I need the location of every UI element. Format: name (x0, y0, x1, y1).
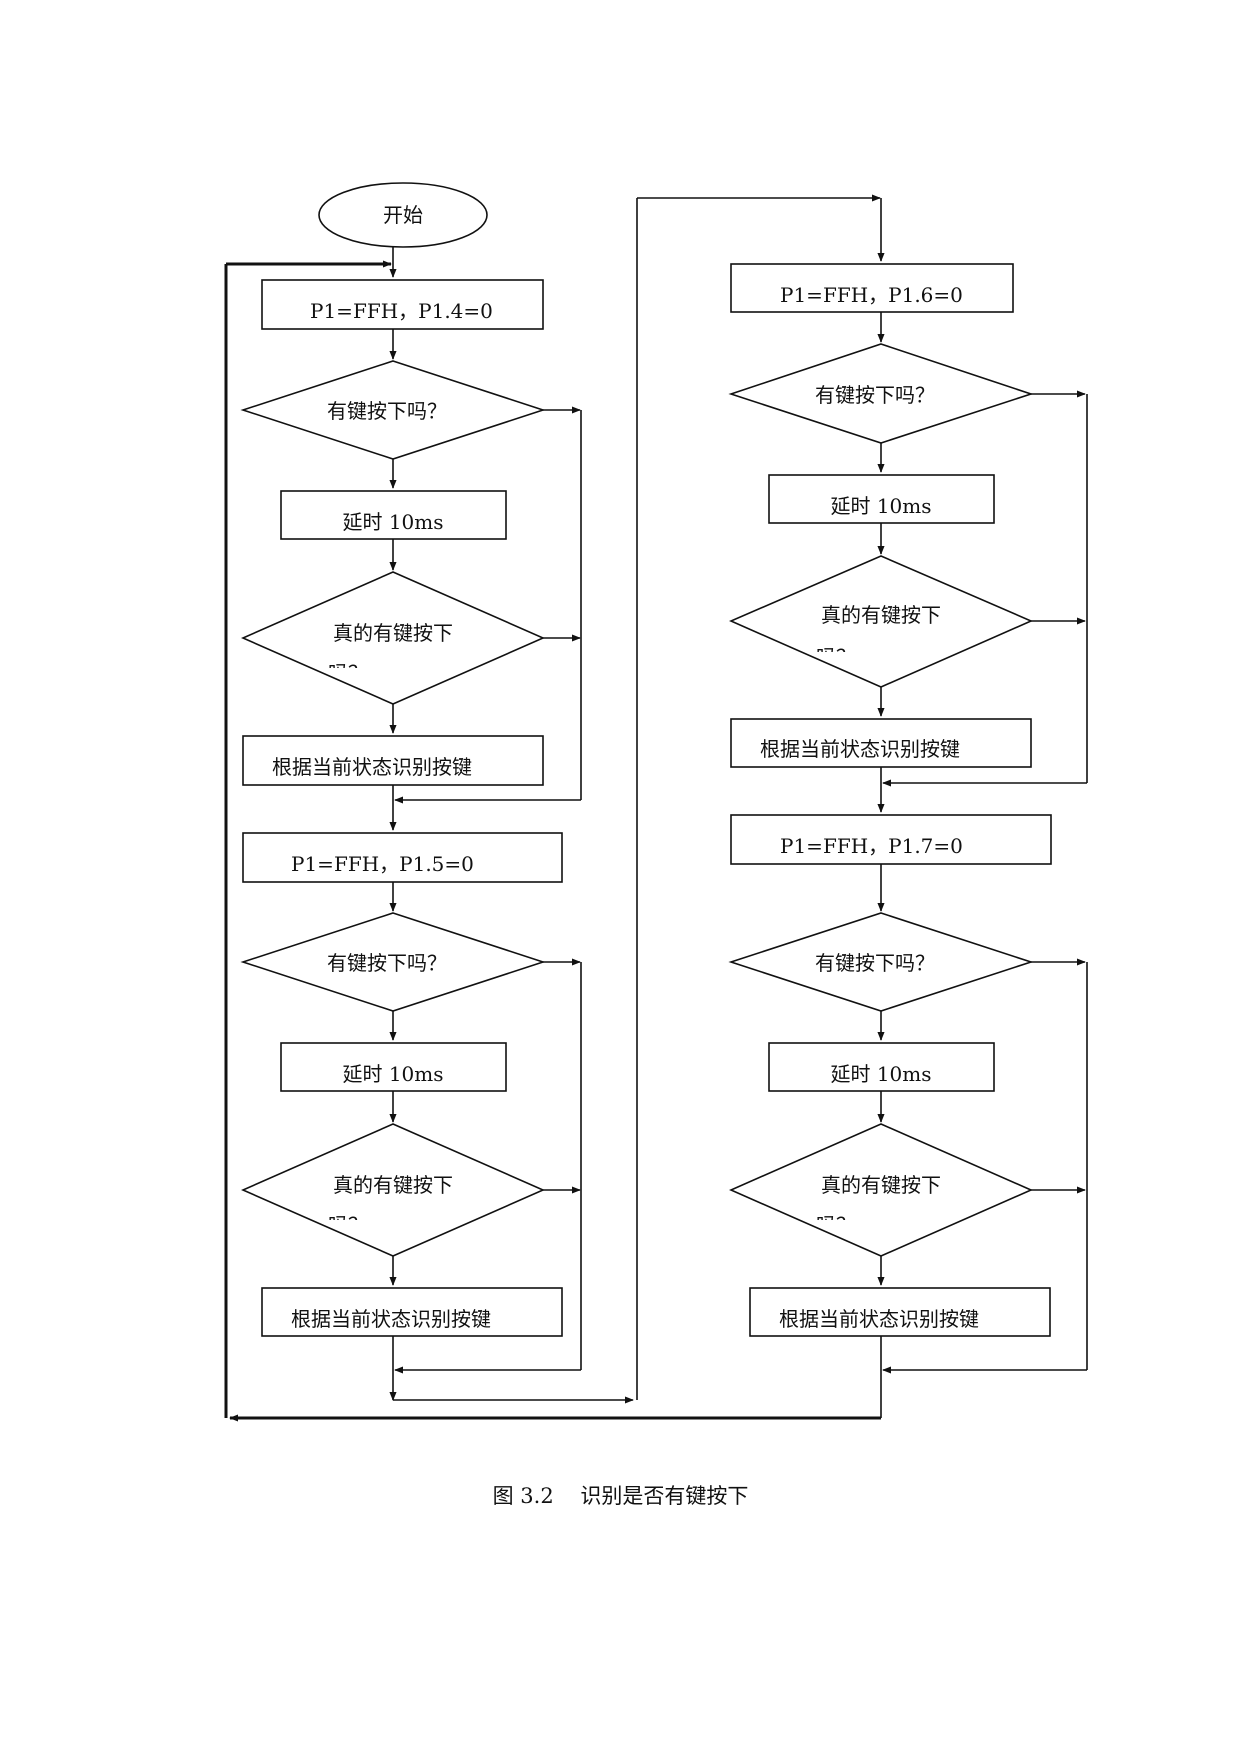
process-delay-2 (280, 1042, 507, 1092)
process-identify-2 (261, 1287, 563, 1337)
decision-confirm-2-label-line2: 吗？ (328, 1213, 368, 1237)
decision-confirm-4-label: 真的有键按下 (821, 1173, 941, 1197)
decision-key-pressed-3-label: 有键按下吗？ (815, 383, 935, 407)
process-set-p17 (730, 814, 1052, 865)
process-identify-2-label: 根据当前状态识别按键 (291, 1307, 491, 1331)
process-identify-4 (749, 1287, 1051, 1337)
figure-caption: 图 3.2 识别是否有键按下 (492, 1484, 749, 1508)
decision-confirm-1-label-line2: 吗？ (328, 661, 368, 685)
process-set-p16 (730, 263, 1014, 313)
start-terminal (318, 182, 488, 248)
decision-key-pressed-2-label: 有键按下吗？ (327, 951, 447, 975)
process-identify-1-label: 根据当前状态识别按键 (272, 755, 472, 779)
process-set-p17-label: P1=FFH，P1.7=0 (780, 834, 963, 858)
process-delay-1-label: 延时 10ms (342, 510, 443, 534)
process-identify-3-label: 根据当前状态识别按键 (760, 737, 960, 761)
process-delay-4 (768, 1042, 995, 1092)
process-set-p15 (242, 832, 563, 883)
process-set-p14-label: P1=FFH，P1.4=0 (310, 299, 493, 323)
process-identify-1 (242, 735, 544, 786)
decision-confirm-3-label-line2: 吗？ (816, 645, 856, 669)
process-delay-4-label: 延时 10ms (830, 1062, 931, 1086)
start-label: 开始 (383, 203, 423, 227)
process-delay-3 (768, 474, 995, 524)
process-identify-4-label: 根据当前状态识别按键 (779, 1307, 979, 1331)
decision-confirm-1-label: 真的有键按下 (333, 621, 453, 645)
decision-confirm-4-label-line2: 吗？ (816, 1213, 856, 1237)
decision-confirm-2-clip: 吗？ (328, 1213, 368, 1237)
process-set-p16-label: P1=FFH，P1.6=0 (780, 283, 963, 307)
decision-confirm-3-label: 真的有键按下 (821, 603, 941, 627)
process-set-p14 (261, 279, 544, 330)
decision-confirm-3-clip: 吗？ (816, 645, 856, 669)
decision-confirm-4-clip: 吗？ (816, 1213, 856, 1237)
process-delay-3-label: 延时 10ms (830, 494, 931, 518)
decision-key-pressed-4-label: 有键按下吗？ (815, 951, 935, 975)
decision-confirm-1-clip: 吗？ (328, 661, 368, 685)
process-set-p15-label: P1=FFH，P1.5=0 (291, 852, 474, 876)
process-identify-3 (730, 718, 1032, 768)
decision-confirm-2-label: 真的有键按下 (333, 1173, 453, 1197)
process-delay-2-label: 延时 10ms (342, 1062, 443, 1086)
decision-key-pressed-1-label: 有键按下吗？ (327, 399, 447, 423)
